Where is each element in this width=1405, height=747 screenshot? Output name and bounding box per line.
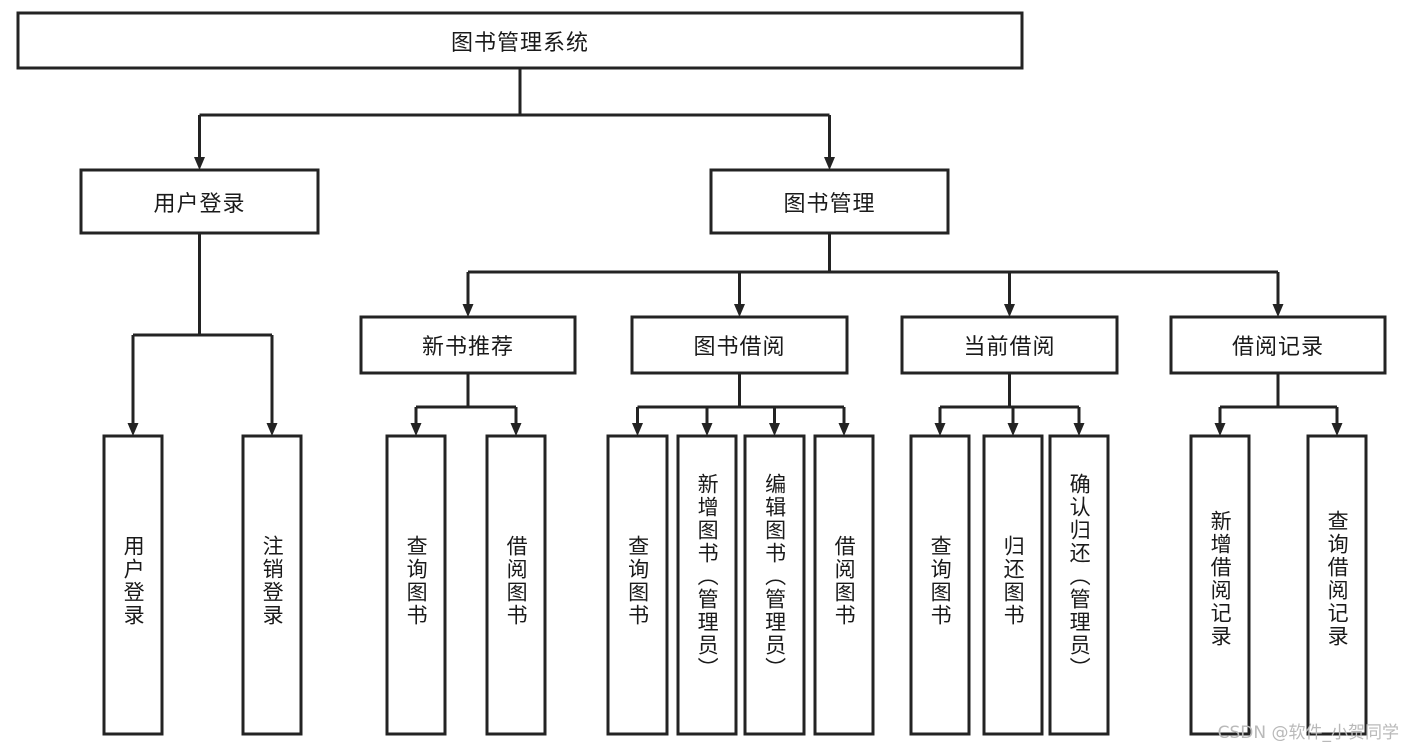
arrow-head-icon bbox=[824, 157, 835, 170]
node-box-current-borrow[interactable] bbox=[900, 315, 1119, 375]
arrow-head-icon bbox=[1007, 423, 1019, 436]
node-box-user-login[interactable] bbox=[79, 168, 320, 235]
arrow-head-icon bbox=[769, 423, 780, 436]
arrow-head-icon bbox=[127, 423, 139, 436]
arrow-head-icon bbox=[510, 423, 522, 436]
arrow-head-icon bbox=[462, 304, 474, 317]
node-box-leaf-borrow-query-book[interactable] bbox=[606, 434, 669, 736]
connector-record-to-leaves bbox=[1214, 373, 1343, 436]
arrow-head-icon bbox=[1331, 423, 1343, 436]
node-box-leaf-current-query-book[interactable] bbox=[909, 434, 971, 736]
arrow-head-icon bbox=[1272, 304, 1284, 317]
connector-current-to-leaves bbox=[934, 373, 1085, 436]
connector-layer bbox=[127, 68, 1343, 436]
node-box-new-book-recommend[interactable] bbox=[359, 315, 577, 375]
node-box-leaf-borrow-lend-book[interactable] bbox=[813, 434, 875, 736]
node-box-leaf-record-query[interactable] bbox=[1306, 434, 1368, 736]
arrow-head-icon bbox=[1073, 423, 1085, 436]
connector-borrow-to-leaves bbox=[632, 373, 850, 436]
node-box-root[interactable] bbox=[16, 11, 1024, 70]
arrow-head-icon bbox=[266, 423, 278, 436]
node-box-book-management[interactable] bbox=[709, 168, 950, 235]
node-box-layer bbox=[16, 11, 1387, 736]
node-box-leaf-user-logout[interactable] bbox=[241, 434, 303, 736]
node-box-leaf-record-add[interactable] bbox=[1189, 434, 1251, 736]
node-box-leaf-rec-borrow-book[interactable] bbox=[485, 434, 547, 736]
node-box-book-borrow[interactable] bbox=[630, 315, 849, 375]
arrow-head-icon bbox=[410, 423, 422, 436]
arrow-head-icon bbox=[632, 423, 643, 436]
node-box-leaf-current-confirm-return[interactable] bbox=[1048, 434, 1110, 736]
arrow-head-icon bbox=[734, 304, 745, 317]
connector-bookmgmt-to-level3 bbox=[462, 233, 1284, 317]
connector-userlogin-to-leaves bbox=[127, 233, 278, 436]
arrow-head-icon bbox=[194, 157, 205, 170]
arrow-head-icon bbox=[934, 423, 946, 436]
arrow-head-icon bbox=[1214, 423, 1226, 436]
connector-root-to-level2 bbox=[194, 68, 835, 170]
node-box-leaf-current-return-book[interactable] bbox=[982, 434, 1044, 736]
node-box-leaf-user-login[interactable] bbox=[102, 434, 164, 736]
arrow-head-icon bbox=[838, 423, 850, 436]
node-box-leaf-rec-query-book[interactable] bbox=[385, 434, 447, 736]
arrow-head-icon bbox=[701, 423, 713, 436]
node-box-borrow-record[interactable] bbox=[1169, 315, 1387, 375]
connector-rec-to-leaves bbox=[410, 373, 522, 436]
node-box-leaf-borrow-add-book[interactable] bbox=[676, 434, 738, 736]
node-box-leaf-borrow-edit-book[interactable] bbox=[743, 434, 806, 736]
arrow-head-icon bbox=[1004, 304, 1015, 317]
